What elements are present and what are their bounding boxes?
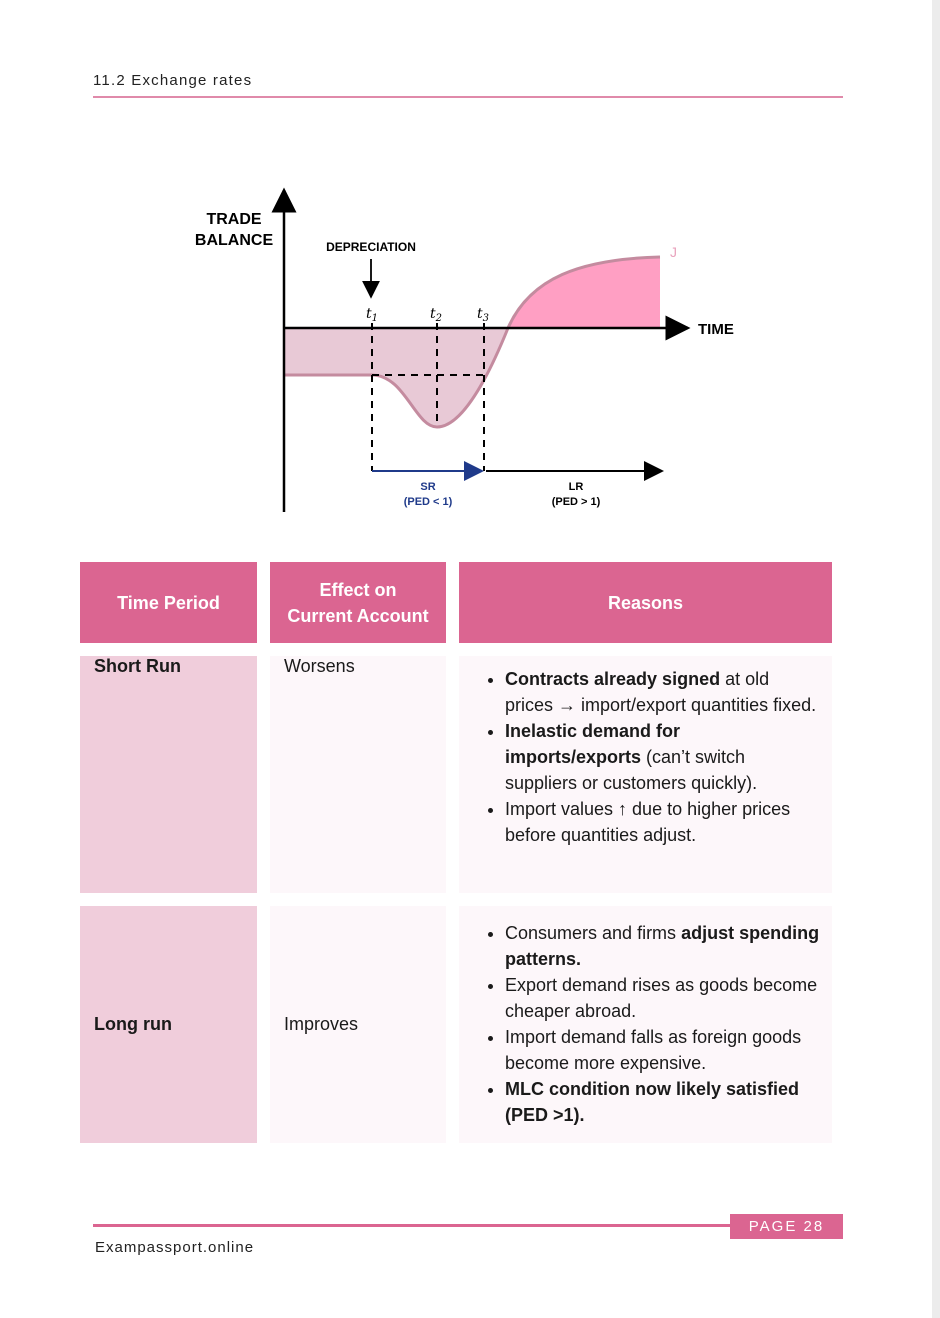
page-edge [932,0,940,1318]
reason-item: Contracts already signed at old prices →… [505,666,820,718]
header-divider [93,96,843,98]
reason-item: Import demand falls as foreign goods bec… [505,1024,820,1076]
y-axis-label-line1: TRADE [206,211,261,228]
header-effect-line2: Current Account [287,605,429,626]
header-effect-line1: Effect on [319,579,397,600]
j-curve-line [285,255,661,429]
reason-item: Inelastic demand for imports/exports (ca… [505,718,820,796]
row-effect-short-run: Worsens [270,656,446,893]
y-axis-label-line2: BALANCE [195,232,274,249]
header-reasons: Reasons [459,562,832,643]
section-title: 11.2 Exchange rates [93,72,253,89]
deficit-area [285,328,508,427]
footer-divider [93,1224,730,1227]
reason-item: Import values ↑ due to higher prices bef… [505,796,820,848]
header-time-period: Time Period [80,562,257,643]
surplus-area [508,257,660,328]
t2-label: t2 [430,306,442,324]
row-effect-long-run: Improves [270,906,446,1143]
reason-item: Consumers and firms adjust spending patt… [505,920,820,972]
header-effect: Effect on Current Account [270,562,446,643]
footer-site: Exampassport.online [95,1239,255,1256]
j-curve-diagram: TRADE BALANCE TIME DEPRECIATION t1 t2 t3… [195,187,734,512]
sr-label: SR [420,481,435,493]
depreciation-label: DEPRECIATION [326,240,416,254]
x-axis-label: TIME [698,321,734,338]
reason-item: Export demand rises as goods become chea… [505,972,820,1024]
t1-label: t1 [366,306,378,324]
lr-sublabel: (PED > 1) [552,496,601,508]
page-number-badge: PAGE 28 [730,1214,843,1239]
t3-label: t3 [477,306,489,324]
reason-item: MLC condition now likely satisfied (PED … [505,1076,820,1128]
row-reasons-long-run: Consumers and firms adjust spending patt… [459,906,832,1143]
row-period-long-run: Long run [80,906,257,1143]
row-period-short-run: Short Run [80,656,257,893]
sr-sublabel: (PED < 1) [404,496,453,508]
lr-label: LR [569,481,584,493]
row-reasons-short-run: Contracts already signed at old prices →… [459,656,832,893]
curve-label: J [670,244,677,260]
